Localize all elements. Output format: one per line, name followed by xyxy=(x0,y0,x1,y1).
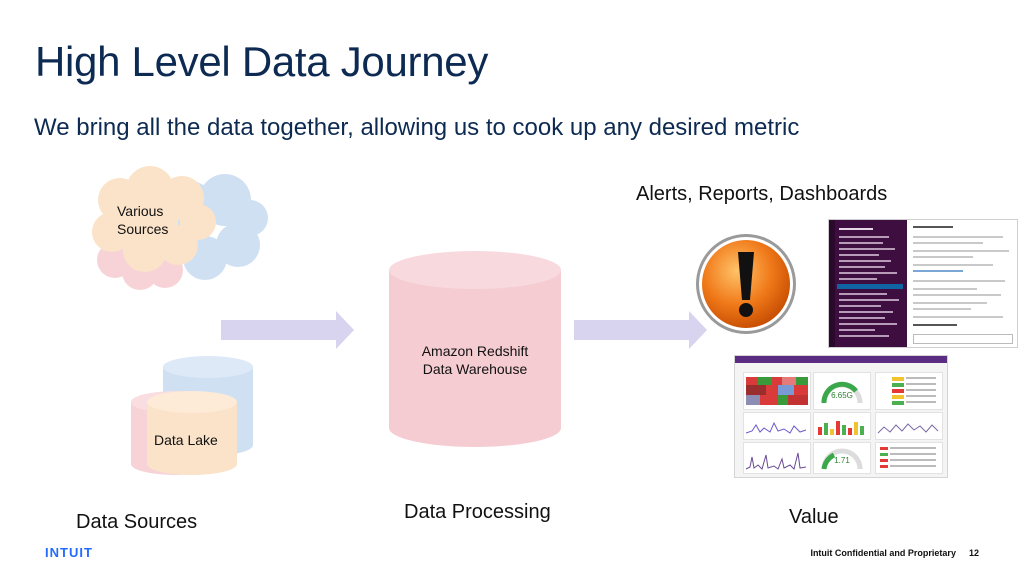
spike-chart-svg xyxy=(745,452,807,470)
slack-sidebar-line xyxy=(839,260,891,262)
slide-subtitle: We bring all the data together, allowing… xyxy=(34,114,800,141)
gauge-svg xyxy=(821,381,863,404)
slack-message-line xyxy=(913,288,977,290)
slack-sidebar-line xyxy=(839,272,897,274)
area-chart-svg xyxy=(877,423,939,434)
dashboard-spike-panel xyxy=(743,442,811,474)
slide-title: High Level Data Journey xyxy=(35,38,489,85)
slack-sidebar-line xyxy=(839,278,877,280)
cloud-label-line2: Sources xyxy=(117,221,169,237)
slack-message-line xyxy=(913,242,983,244)
slack-sidebar-line xyxy=(839,242,883,244)
status-table-svg xyxy=(892,377,936,405)
bar-chart-svg xyxy=(818,421,864,435)
slack-sidebar-line xyxy=(839,323,897,325)
gauge2-svg xyxy=(821,448,863,470)
data-lake-cylinders xyxy=(131,356,253,475)
dashboard-screenshot: 6.65G xyxy=(734,355,948,478)
dashboard-heatmap-panel xyxy=(743,372,811,410)
line-chart-svg xyxy=(745,421,807,434)
slack-sidebar-line xyxy=(839,236,889,238)
slack-sidebar-line xyxy=(839,266,885,268)
arrow-warehouse-to-value xyxy=(574,311,707,349)
value-heading: Alerts, Reports, Dashboards xyxy=(636,183,888,205)
slack-message-line xyxy=(913,250,1009,252)
slack-selected-channel xyxy=(837,284,903,289)
data-sources-label: Data Sources xyxy=(76,511,198,533)
data-processing-label: Data Processing xyxy=(404,501,551,523)
status-list-svg xyxy=(880,447,936,468)
dashboard-gauge-panel: 6.65G xyxy=(813,372,871,410)
slack-sidebar-line xyxy=(839,293,887,295)
slack-composer xyxy=(913,334,1013,344)
cloud-label: Various Sources xyxy=(117,202,168,238)
cloud-label-line1: Various xyxy=(117,203,164,219)
arrow-sources-to-warehouse xyxy=(221,311,354,349)
slack-rail xyxy=(829,220,835,347)
slack-sidebar-line xyxy=(839,335,889,337)
intuit-logo: INTUIT xyxy=(45,545,93,560)
redshift-cylinder xyxy=(389,251,561,447)
gauge-value-1: 6.65G xyxy=(831,391,853,400)
slack-sidebar-line xyxy=(839,317,885,319)
gauge-value-2: 1.71 xyxy=(834,456,850,465)
warehouse-label-line1: Amazon Redshift xyxy=(421,343,529,359)
page-number: 12 xyxy=(968,548,979,558)
slack-message-line xyxy=(913,302,987,304)
slack-message-line xyxy=(913,264,993,266)
dashboard-list-panel xyxy=(875,442,943,474)
slack-sidebar xyxy=(829,220,907,347)
heatmap-svg xyxy=(746,377,808,405)
dashboard-bar-panel xyxy=(813,412,871,440)
slack-alerts-screenshot xyxy=(828,219,1018,348)
dashboard-gauge2-panel: 1.71 xyxy=(813,442,871,474)
slack-sidebar-line xyxy=(839,228,873,230)
dashboard-line-panel xyxy=(743,412,811,440)
slack-message-line xyxy=(913,308,971,310)
warehouse-label-line2: Data Warehouse xyxy=(422,361,528,377)
slack-message-line xyxy=(913,324,957,326)
slack-message-line xyxy=(913,294,1001,296)
slack-sidebar-line xyxy=(839,305,881,307)
slack-message-line xyxy=(913,280,1005,282)
various-sources-cloud xyxy=(92,166,268,290)
slack-message-line xyxy=(913,236,1003,238)
slack-message-line xyxy=(913,270,963,272)
dashboard-topbar xyxy=(735,356,947,363)
warehouse-label: Amazon Redshift Data Warehouse xyxy=(400,342,550,378)
slack-sidebar-line xyxy=(839,311,893,313)
slack-message-line xyxy=(913,256,973,258)
value-label: Value xyxy=(789,506,839,528)
confidential-text: Intuit Confidential and Proprietary xyxy=(810,548,956,558)
slack-sidebar-line xyxy=(839,329,875,331)
slack-message-line xyxy=(913,316,1003,318)
slack-sidebar-line xyxy=(839,248,895,250)
slack-message-line xyxy=(913,226,953,228)
slack-sidebar-line xyxy=(839,299,899,301)
footer-confidential: Intuit Confidential and Proprietary 12 xyxy=(810,548,979,558)
data-lake-label: Data Lake xyxy=(154,432,218,448)
alert-icon xyxy=(696,234,796,334)
slack-sidebar-line xyxy=(839,254,879,256)
dashboard-table-panel xyxy=(875,372,943,410)
dashboard-area-panel xyxy=(875,412,943,440)
